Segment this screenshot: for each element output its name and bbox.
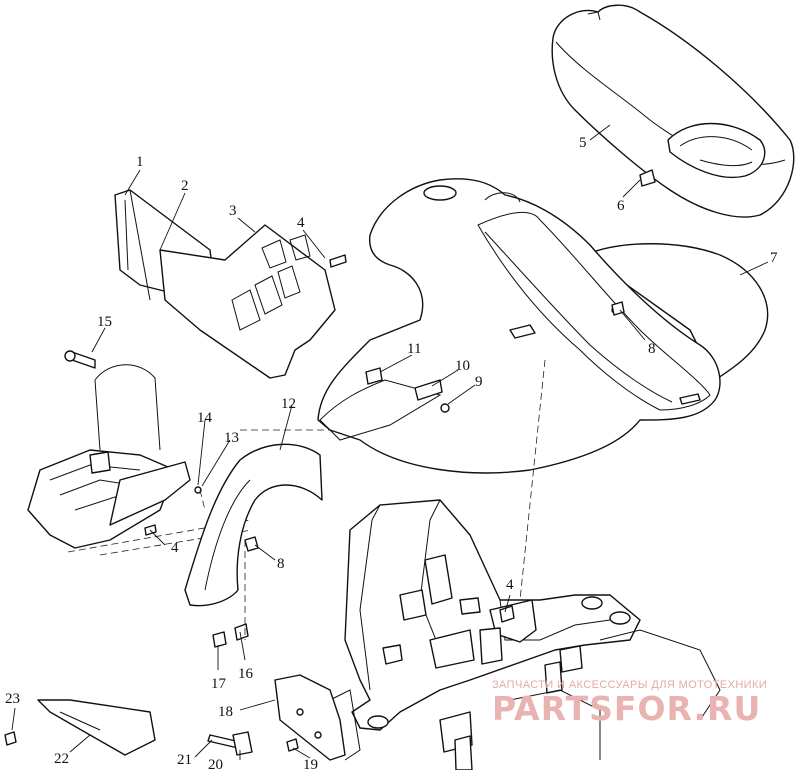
callout-9: 9: [475, 374, 483, 390]
watermark: ЗАПЧАСТИ И АКСЕССУАРЫ ДЛЯ МОТОТЕХНИКИ PA…: [492, 679, 767, 728]
callout-23: 23: [5, 691, 20, 707]
inner-fender-12: [184, 443, 323, 607]
callout-12: 12: [281, 396, 296, 412]
callout-10: 10: [455, 358, 470, 374]
callout-8b: 8: [277, 556, 285, 572]
hardware: [4, 169, 656, 756]
callout-20: 20: [208, 757, 223, 770]
callout-15: 15: [97, 314, 112, 330]
callout-4a: 4: [297, 215, 305, 231]
watermark-brand: PARTSFOR.RU: [492, 689, 761, 728]
callout-18: 18: [218, 704, 233, 720]
splash-guard-18: [274, 674, 346, 761]
seat: [551, 4, 795, 218]
callout-4b: 4: [171, 540, 179, 556]
callout-16: 16: [238, 666, 254, 682]
callout-5: 5: [579, 135, 587, 151]
callout-11: 11: [407, 341, 421, 357]
footwell-panel-3: [159, 224, 336, 379]
front-body-shell: [317, 178, 721, 474]
callout-17: 17: [211, 676, 227, 692]
callout-14: 14: [197, 410, 213, 426]
callout-6: 6: [617, 198, 625, 214]
callout-21: 21: [177, 752, 192, 768]
callout-4c: 4: [506, 577, 514, 593]
skid-plate-22: [37, 699, 156, 756]
frame: [329, 499, 721, 770]
callout-8a: 8: [648, 341, 656, 357]
watermark-tagline: ЗАПЧАСТИ И АКСЕССУАРЫ ДЛЯ МОТОТЕХНИКИ: [492, 679, 767, 691]
callout-labels: 1 2 3 4 4 4 5 6 7 8 8 9 10 11 12 13 14 1…: [5, 135, 778, 770]
callout-13: 13: [224, 430, 239, 446]
callout-22: 22: [54, 751, 69, 767]
leader-lines: [11, 124, 769, 760]
rear-fender: [584, 243, 769, 381]
callout-7: 7: [770, 250, 778, 266]
callout-19: 19: [303, 757, 318, 770]
callout-3: 3: [229, 203, 237, 219]
left-footrest: [27, 364, 253, 556]
callout-2: 2: [181, 178, 189, 194]
callout-1: 1: [136, 154, 144, 170]
